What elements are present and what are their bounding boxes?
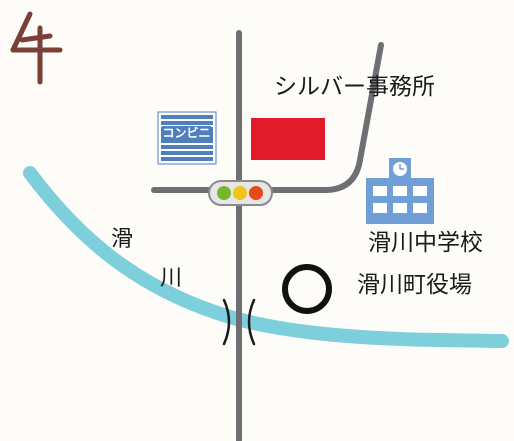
number-mark-4 <box>10 11 63 85</box>
label-river-char-2: 川 <box>160 266 183 291</box>
bridge-icon <box>222 298 256 346</box>
school-building-icon <box>366 158 434 224</box>
label-town-hall: 滑川町役場 <box>357 272 472 298</box>
konbini-sign: コンビニ <box>162 126 211 141</box>
label-river-char-1: 滑 <box>111 227 134 252</box>
town-hall-circle-icon <box>282 264 332 314</box>
silver-center-block <box>251 118 325 160</box>
label-silver-center: シルバー事務所 <box>274 74 435 100</box>
label-school: 滑川中学校 <box>368 230 483 256</box>
traffic-signal-icon <box>208 180 273 206</box>
clock-icon <box>393 162 407 176</box>
road-curve-north-east <box>236 42 384 193</box>
river <box>23 166 509 348</box>
